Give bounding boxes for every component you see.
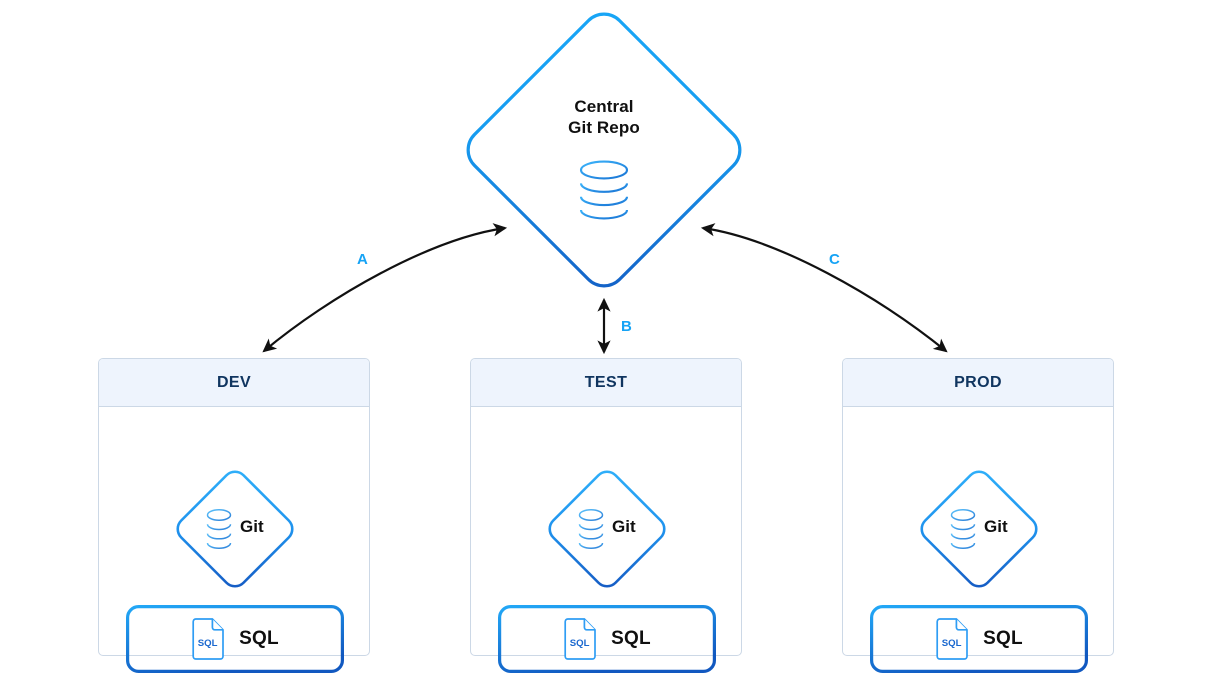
sql-content-dev: SQL SQL (191, 618, 279, 660)
sql-file-icon-text: SQL (198, 638, 218, 649)
git-label-prod: Git (984, 517, 1008, 536)
sql-file-icon: SQL (564, 618, 597, 660)
sql-box-outline (498, 605, 716, 673)
connector-label-c: C (829, 251, 841, 268)
central-repo-title-line2: Git Repo (568, 118, 640, 137)
env-header-prod: PROD (843, 359, 1113, 407)
environment-box-test[interactable]: TEST (470, 358, 742, 673)
git-node-test[interactable]: Git (538, 467, 676, 591)
environment-box-dev[interactable]: DEV (98, 358, 370, 673)
connector-label-b: B (621, 318, 633, 335)
env-body-prod: Git SQL (843, 407, 1113, 673)
sql-label-prod: SQL (983, 628, 1023, 649)
git-diamond-shape (548, 470, 666, 588)
central-repo-title-line1: Central (574, 97, 634, 116)
git-node-prod[interactable]: Git (910, 467, 1048, 591)
git-diamond-shape (176, 470, 294, 588)
sql-content-prod: SQL SQL (935, 618, 1023, 660)
sql-node-dev[interactable]: SQL SQL (126, 605, 344, 673)
database-cylinder-icon (206, 509, 232, 549)
sql-box-outline (870, 605, 1088, 673)
git-node-dev[interactable]: Git (166, 467, 304, 591)
sql-box-outline (126, 605, 344, 673)
database-cylinder-icon (579, 160, 629, 220)
git-diamond-shape (920, 470, 1038, 588)
sql-content-test: SQL SQL (563, 618, 651, 660)
sql-file-icon-text: SQL (570, 638, 590, 649)
env-body-dev: Git SQL (99, 407, 369, 673)
database-cylinder-icon (950, 509, 976, 549)
central-diamond-shape (466, 12, 742, 288)
git-label-test: Git (612, 517, 636, 536)
env-header-dev: DEV (99, 359, 369, 407)
sql-node-prod[interactable]: SQL SQL (870, 605, 1088, 673)
database-cylinder-icon (578, 509, 604, 549)
env-body-test: Git SQL (471, 407, 741, 673)
sql-label-dev: SQL (239, 628, 279, 649)
sql-label-test: SQL (611, 628, 651, 649)
connector-label-a: A (357, 251, 369, 268)
sql-file-icon: SQL (192, 618, 225, 660)
sql-node-test[interactable]: SQL SQL (498, 605, 716, 673)
sql-file-icon: SQL (936, 618, 969, 660)
sql-file-icon-text: SQL (942, 638, 962, 649)
environment-box-prod[interactable]: PROD (842, 358, 1114, 673)
git-label-dev: Git (240, 517, 264, 536)
env-header-test: TEST (471, 359, 741, 407)
